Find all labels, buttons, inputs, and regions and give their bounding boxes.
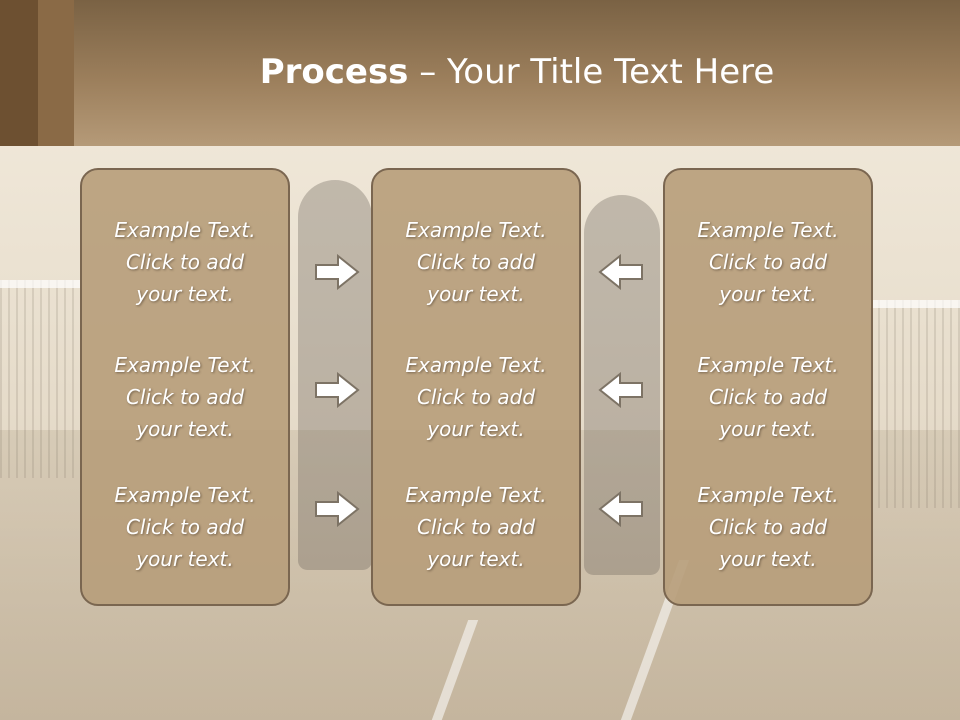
column-text[interactable]: Example Text. Click to add your text. — [405, 353, 547, 441]
column-text[interactable]: Example Text. Click to add your text. — [405, 483, 547, 571]
column-text[interactable]: Example Text. Click to add your text. — [114, 483, 256, 571]
background-railing-left — [0, 280, 80, 478]
title-bold: Process — [259, 52, 409, 92]
header-accent — [0, 0, 38, 146]
process-column-right[interactable]: Example Text. Click to add your text. Ex… — [663, 168, 873, 606]
right-arrow-icon — [315, 372, 360, 408]
column-text[interactable]: Example Text. Click to add your text. — [697, 353, 839, 441]
right-arrow-icon — [315, 491, 360, 527]
process-column-left[interactable]: Example Text. Click to add your text. Ex… — [80, 168, 290, 606]
background-railing-right — [870, 300, 960, 508]
column-text[interactable]: Example Text. Click to add your text. — [405, 218, 547, 306]
column-text[interactable]: Example Text. Click to add your text. — [114, 353, 256, 441]
left-arrow-icon — [598, 254, 643, 290]
title-rest: – Your Title Text Here — [408, 52, 775, 92]
left-arrow-icon — [598, 372, 643, 408]
right-arrow-icon — [315, 254, 360, 290]
column-text[interactable]: Example Text. Click to add your text. — [697, 218, 839, 306]
column-text[interactable]: Example Text. Click to add your text. — [114, 218, 256, 306]
left-arrow-icon — [598, 491, 643, 527]
slide-title[interactable]: Process – Your Title Text Here — [74, 52, 960, 92]
header-band: Process – Your Title Text Here — [0, 0, 960, 146]
process-column-middle[interactable]: Example Text. Click to add your text. Ex… — [371, 168, 581, 606]
column-text[interactable]: Example Text. Click to add your text. — [697, 483, 839, 571]
header-accent — [38, 0, 74, 146]
